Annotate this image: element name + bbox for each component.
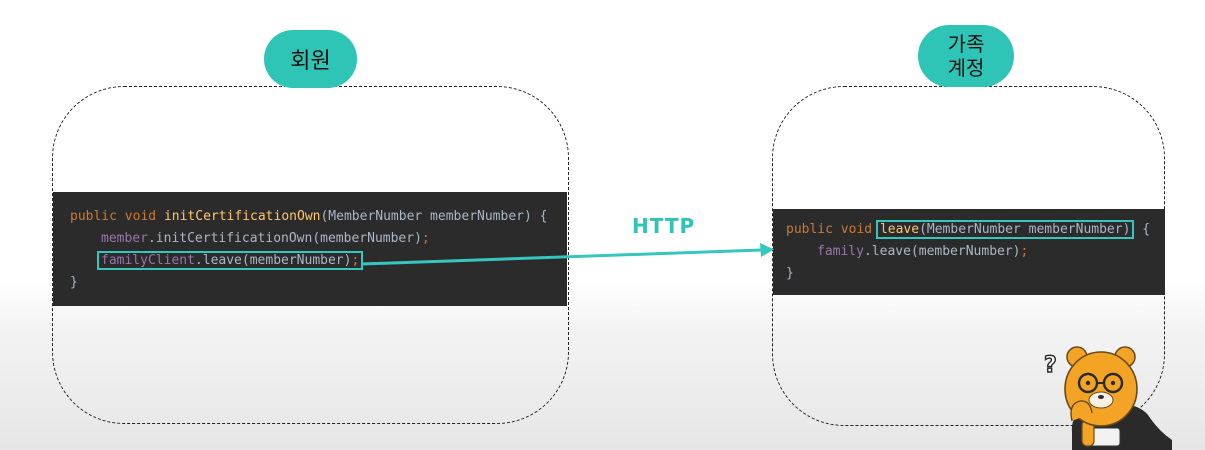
code-text: .leave(memberNumber) [863, 244, 1021, 259]
code-text: { [1134, 222, 1151, 237]
family-account-label-line2: 계정 [947, 56, 985, 80]
code-line: } [773, 263, 1165, 285]
code-semicolon: ; [1020, 244, 1029, 259]
http-arrow-line [361, 248, 763, 266]
code-field: familyClient [101, 253, 195, 268]
code-text: } [70, 275, 78, 290]
member-code-snippet: public void initCertificationOwn(MemberN… [53, 192, 567, 306]
question-mark-icon: ? [1044, 353, 1057, 378]
code-keyword: void [840, 222, 873, 237]
code-field: member [101, 231, 148, 246]
member-service-label: 회원 [264, 30, 357, 88]
code-semicolon: ; [421, 231, 430, 246]
code-line: family.leave(memberNumber); [773, 241, 1165, 263]
highlighted-call-box: familyClient.leave(memberNumber); [97, 251, 364, 270]
mascot-avatar: ? [1043, 346, 1172, 450]
code-line: member.initCertificationOwn(memberNumber… [53, 228, 567, 250]
code-line: public void leave(MemberNumber memberNum… [773, 219, 1165, 241]
code-text: .initCertificationOwn(memberNumber) [147, 231, 422, 246]
highlighted-method-box: leave(MemberNumber memberNumber) [875, 220, 1135, 239]
family-account-label-line1: 가족 [947, 32, 985, 56]
code-semicolon: ; [351, 253, 360, 268]
family-account-service-label: 가족 계정 [918, 25, 1014, 87]
family-account-code-snippet: public void leave(MemberNumber memberNum… [773, 209, 1165, 295]
code-text: (MemberNumber memberNumber) [919, 222, 1131, 237]
code-keyword: public [70, 209, 117, 224]
code-text: .leave(memberNumber) [194, 253, 352, 268]
http-arrow [361, 243, 774, 266]
member-service-label-text: 회원 [290, 49, 331, 74]
code-method-name: initCertificationOwn [163, 209, 321, 224]
code-text: } [786, 266, 794, 281]
code-line: familyClient.leave(memberNumber); [53, 250, 567, 272]
code-keyword: public [786, 222, 833, 237]
http-connection-label: HTTP [632, 214, 696, 238]
code-keyword: void [124, 209, 157, 224]
http-arrowhead [760, 243, 774, 257]
code-text: (MemberNumber memberNumber) { [320, 209, 548, 224]
code-line: } [53, 272, 567, 294]
code-line: public void initCertificationOwn(MemberN… [53, 206, 567, 228]
code-field: family [817, 244, 864, 259]
code-method-name: leave [879, 222, 920, 237]
